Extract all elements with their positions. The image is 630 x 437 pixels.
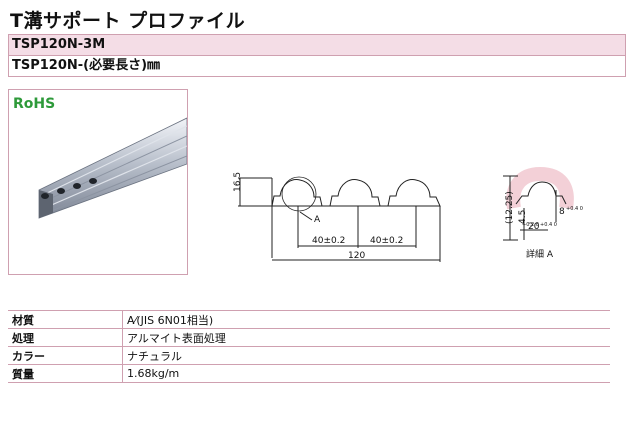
dim-width: 120 — [348, 251, 365, 261]
spec-value: ナチュラル — [122, 346, 610, 365]
spec-label: 材質 — [8, 310, 123, 329]
dim-detail-slot: 20 — [528, 222, 540, 232]
spec-row: 質量 1.68kg/m — [8, 364, 610, 383]
dim-detail-gap-tol: +0.4 0 — [566, 206, 583, 212]
dimension-drawing: 16.5 A 40±0.2 40±0.2 120 (12.25) 4.5 20 … — [233, 166, 583, 262]
spec-label: 処理 — [8, 328, 123, 347]
spec-table: 材質 A⁄(JIS 6N01相当) 処理 アルマイト表面処理 カラー ナチュラル… — [8, 310, 610, 383]
model-number-standard: TSP120N-3M — [9, 35, 625, 56]
detail-caption: 詳細 A — [526, 248, 554, 260]
spec-label: 質量 — [8, 364, 123, 383]
spec-row: 処理 アルマイト表面処理 — [8, 328, 610, 347]
model-list: TSP120N-3M TSP120N-(必要長さ)㎜ — [8, 34, 626, 77]
dim-detail-offset: 4.5 — [518, 210, 528, 224]
profile-photo-illustration: RoHS — [13, 96, 187, 219]
dim-height: 16.5 — [233, 172, 243, 192]
dim-detail-height: (12.25) — [505, 191, 515, 224]
dim-pitch-1: 40±0.2 — [312, 236, 345, 246]
dim-pitch-2: 40±0.2 — [370, 236, 403, 246]
page-title: T溝サポート プロファイル — [10, 10, 246, 32]
dim-detail-offset-tol: +0.2 0 — [522, 222, 539, 228]
spec-value: 1.68kg/m — [122, 364, 610, 383]
rohs-logo: RoHS — [13, 96, 55, 112]
spec-row: カラー ナチュラル — [8, 346, 610, 365]
spec-value: アルマイト表面処理 — [122, 328, 610, 347]
label-detail-a: A — [314, 215, 321, 225]
spec-label: カラー — [8, 346, 123, 365]
spec-value: A⁄(JIS 6N01相当) — [122, 310, 610, 329]
spec-row: 材質 A⁄(JIS 6N01相当) — [8, 310, 610, 329]
model-number-custom: TSP120N-(必要長さ)㎜ — [9, 56, 625, 76]
product-photo: RoHS — [8, 89, 188, 275]
dim-detail-gap: 8 — [559, 207, 565, 217]
dim-detail-slot-tol: +0.4 0 — [540, 222, 557, 228]
